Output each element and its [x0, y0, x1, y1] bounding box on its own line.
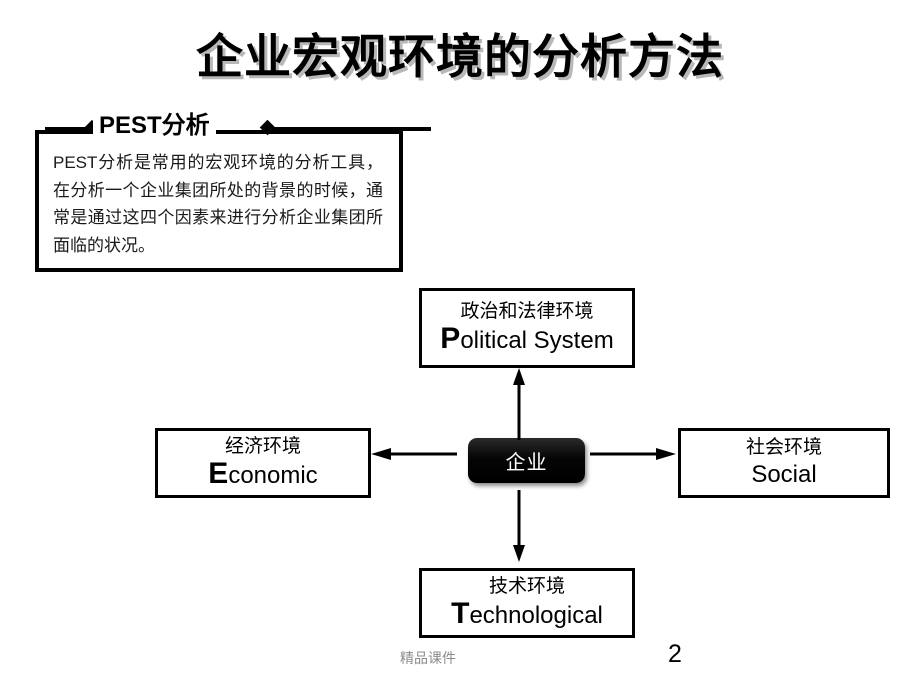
center-node-enterprise[interactable]: 企业	[468, 438, 585, 483]
factor-box-social[interactable]: 社会环境 Social	[678, 428, 890, 498]
factor-english-rest-social: ocial	[767, 460, 817, 488]
factor-english-rest-economic: conomic	[228, 462, 318, 490]
factor-label-english-economic: Economic	[208, 459, 317, 491]
factor-label-chinese-technological: 技术环境	[488, 575, 565, 597]
factor-box-economic[interactable]: 经济环境 Economic	[155, 428, 371, 498]
factor-box-technological[interactable]: 技术环境 Technological	[419, 568, 635, 638]
pest-header-label: PEST分析	[93, 105, 216, 140]
factor-english-rest-technological: echnological	[469, 602, 603, 630]
pest-callout: PEST分析是常用的宏观环境的分析工具，在分析一个企业集团所处的背景的时候，通常…	[35, 102, 431, 272]
factor-box-political[interactable]: 政治和法律环境 Political System	[419, 288, 635, 368]
factor-english-rest-political: olitical System	[460, 327, 614, 355]
footer-note: 精品课件	[400, 650, 456, 666]
arrow-up-icon	[513, 368, 525, 440]
factor-initial-economic: E	[208, 457, 229, 491]
factor-label-english-technological: Technological	[451, 599, 603, 631]
arrow-right-icon	[590, 448, 676, 460]
factor-label-chinese-political: 政治和法律环境	[460, 300, 594, 322]
page-title: 企业宏观环境的分析方法	[196, 30, 724, 83]
factor-label-english-political: Political System	[440, 324, 613, 356]
arrow-down-icon	[513, 490, 525, 562]
pest-connector-right-line	[267, 127, 431, 131]
pest-callout-border	[35, 130, 403, 272]
factor-label-chinese-economic: 经济环境	[224, 435, 301, 457]
factor-initial-political: P	[440, 322, 461, 356]
factor-label-chinese-social: 社会环境	[745, 437, 822, 459]
pest-callout-body: PEST分析是常用的宏观环境的分析工具，在分析一个企业集团所处的背景的时候，通常…	[53, 153, 383, 255]
factor-label-english-social: Social	[751, 461, 816, 490]
page-number: 2	[668, 640, 682, 668]
arrow-left-icon	[371, 448, 457, 460]
pest-connector-left-line	[45, 127, 91, 131]
factor-initial-social: S	[751, 460, 768, 488]
pest-callout-header: PEST分析	[45, 102, 435, 144]
center-node-label: 企业	[505, 452, 548, 474]
factor-initial-technological: T	[451, 597, 470, 631]
